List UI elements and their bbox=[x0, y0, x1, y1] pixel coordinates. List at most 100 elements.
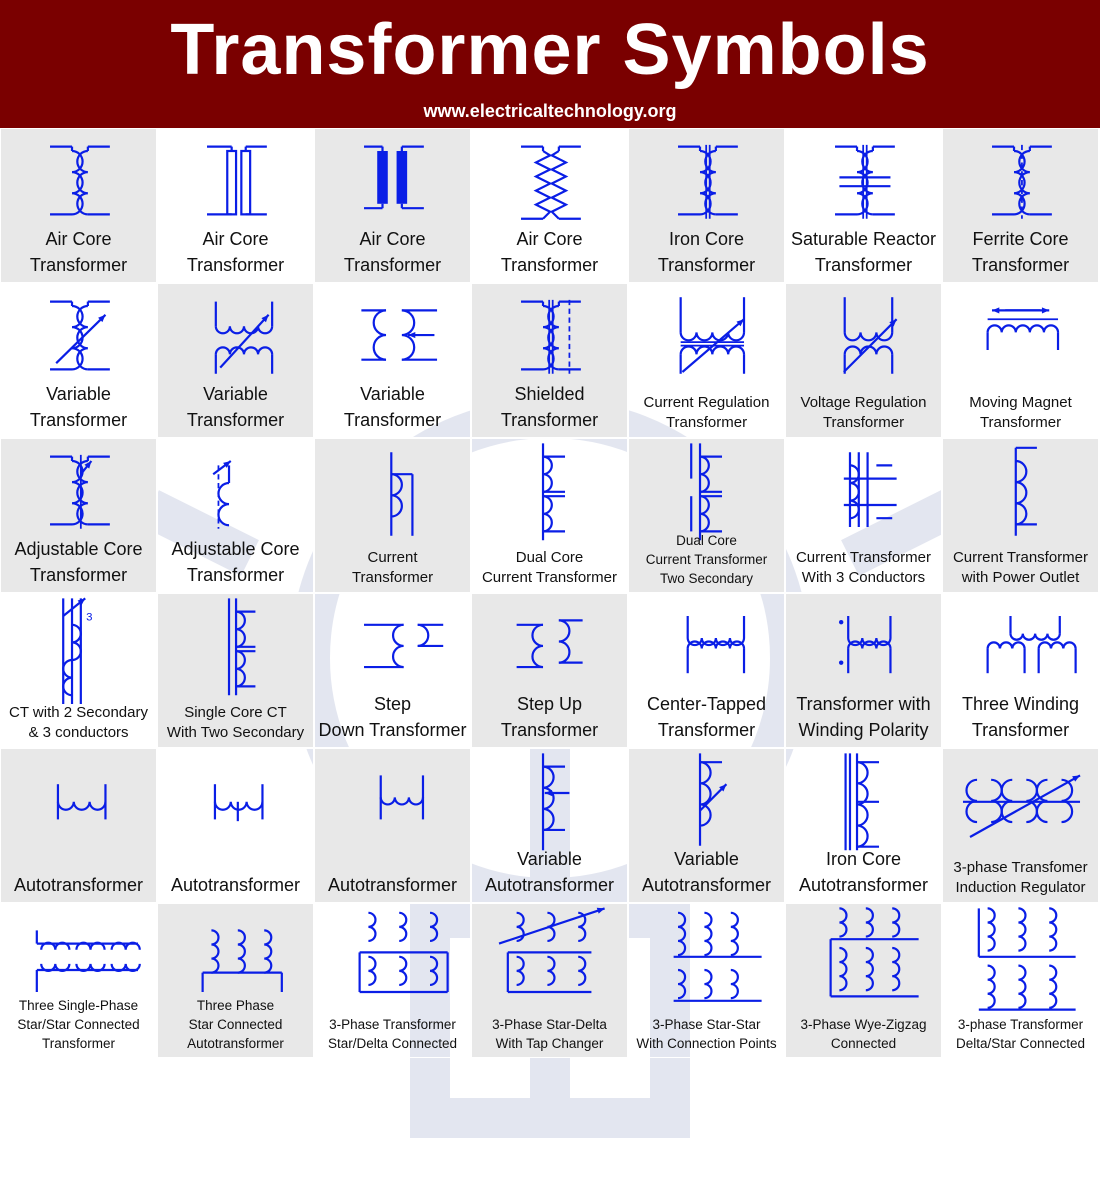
symbol-label-line: Variable bbox=[674, 849, 739, 869]
symbol-label-line: With 3 Conductors bbox=[801, 569, 926, 586]
symbol-label-line: Three Phase bbox=[196, 998, 275, 1013]
ct-symbol-icon bbox=[390, 452, 414, 536]
symbol-label-line: Transformer bbox=[971, 255, 1070, 275]
stardeltatap-symbol-icon bbox=[498, 907, 605, 994]
symbol-label-line: Current Regulation bbox=[643, 394, 770, 411]
symbol-cell: Autotransformer bbox=[314, 748, 471, 903]
symbol-label-line: Autotransformer bbox=[13, 875, 144, 895]
symbol-label-line: Star Connected bbox=[188, 1017, 283, 1032]
adjcore1-symbol-icon bbox=[50, 454, 110, 529]
voltagereg-symbol-icon bbox=[843, 297, 898, 374]
header-banner: Transformer Symbols www.electricaltechno… bbox=[0, 0, 1100, 128]
symbol-label-line: Transformer with bbox=[796, 694, 931, 714]
symbol-label-line: Variable bbox=[360, 384, 425, 404]
svg-text:3: 3 bbox=[86, 611, 92, 623]
symbol-label-line: Transformer bbox=[186, 255, 285, 275]
symbol-label-line: Ferrite Core bbox=[972, 229, 1069, 249]
starstar-symbol-icon bbox=[35, 930, 141, 992]
symbol-label-line: Transformer bbox=[343, 410, 442, 430]
symbol-label-line: Transformer bbox=[822, 414, 905, 431]
singlect-symbol-icon bbox=[227, 598, 256, 696]
ct2sec-symbol-icon: 3 bbox=[62, 597, 92, 704]
varauto2-symbol-icon bbox=[698, 753, 728, 846]
symbol-label-line: Induction Regulator bbox=[955, 879, 1086, 896]
ironcore-symbol-icon bbox=[678, 144, 738, 219]
ct3cond-symbol-icon bbox=[843, 452, 897, 527]
symbol-label-line: Iron Core bbox=[668, 229, 745, 249]
symbol-label-line: Autotransformer bbox=[641, 875, 772, 895]
symbol-label-line: Dual Core bbox=[676, 533, 737, 548]
symbol-label-line: Down Transformer bbox=[318, 720, 467, 740]
saturable-symbol-icon bbox=[835, 144, 895, 219]
symbol-label-line: Variable bbox=[517, 849, 582, 869]
symbol-label-line: Iron Core bbox=[825, 849, 902, 869]
dualct2-symbol-icon bbox=[690, 443, 723, 541]
symbol-label-line: Variable bbox=[46, 384, 111, 404]
symbol-label-line: Autotransformer bbox=[170, 875, 301, 895]
auto3-symbol-icon bbox=[379, 775, 425, 820]
symbol-label-line: 3-Phase Wye-Zigzag bbox=[800, 1017, 927, 1032]
symbol-label-line: Transformer bbox=[351, 569, 434, 586]
symbol-label-line: With Connection Points bbox=[636, 1036, 777, 1051]
symbol-label-line: Center-Tapped bbox=[646, 694, 767, 714]
symbol-label-line: Transformer bbox=[665, 414, 748, 431]
symbol-label-line: Connected bbox=[830, 1036, 897, 1051]
symbol-label-line: Transformer bbox=[29, 410, 128, 430]
movingmagnet-symbol-icon bbox=[986, 307, 1060, 350]
symbol-label-line: Transformer bbox=[186, 565, 285, 585]
symbol-label-line: Dual Core bbox=[515, 549, 584, 566]
threewinding-symbol-icon bbox=[986, 616, 1077, 674]
stardelta-symbol-icon bbox=[358, 911, 449, 994]
symbol-label-line: Current Transformer bbox=[952, 549, 1089, 566]
symbol-label-line: Current bbox=[367, 549, 418, 566]
symbol-label-line: Transformer bbox=[657, 720, 756, 740]
symbol-label-line: Adjustable Core bbox=[14, 539, 143, 559]
symbol-label-line: Transformer bbox=[814, 255, 913, 275]
symbol-label-line: Transformer bbox=[500, 255, 599, 275]
symbol-label-line: Transformer bbox=[41, 1036, 115, 1051]
symbol-label-line: Saturable Reactor bbox=[790, 229, 937, 249]
ironauto-symbol-icon bbox=[844, 753, 880, 851]
symbol-label-line: Delta/Star Connected bbox=[955, 1036, 1086, 1051]
